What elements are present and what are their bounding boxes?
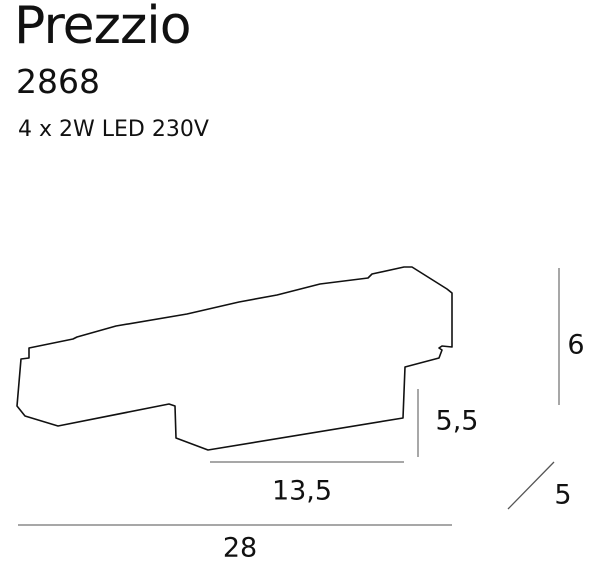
total-width-label: 28 bbox=[222, 532, 258, 564]
product-name: Prezzio bbox=[14, 0, 192, 56]
lamp-outline bbox=[16, 266, 453, 451]
lower-width-label: 13,5 bbox=[271, 475, 333, 507]
total-height-label: 6 bbox=[567, 329, 585, 361]
lower-height-label: 5,5 bbox=[435, 405, 479, 437]
product-code: 2868 bbox=[16, 62, 100, 101]
depth-dimension-line bbox=[507, 461, 555, 510]
product-spec: 4 x 2W LED 230V bbox=[18, 117, 209, 142]
depth-label: 5 bbox=[554, 479, 572, 511]
